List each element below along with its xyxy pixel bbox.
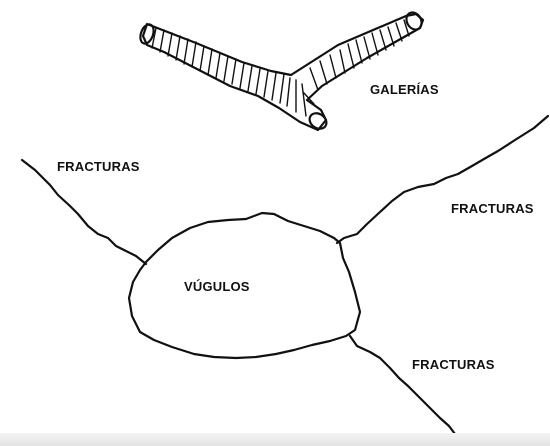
fracture-line-upper-right	[337, 116, 548, 243]
label-fracturas-right: FRACTURAS	[451, 201, 534, 216]
label-fracturas-lower-right: FRACTURAS	[412, 357, 495, 372]
label-galerias: GALERÍAS	[370, 82, 439, 97]
bottom-edge-strip	[0, 433, 550, 446]
fracture-line-upper-left	[22, 160, 146, 264]
gallery-end-lower	[307, 110, 330, 132]
label-fracturas-upper-left: FRACTURAS	[57, 159, 140, 174]
fracture-line-lower-right	[350, 336, 455, 434]
label-vugulos: VÚGULOS	[184, 279, 250, 294]
gallery-ring-texture	[152, 20, 409, 116]
